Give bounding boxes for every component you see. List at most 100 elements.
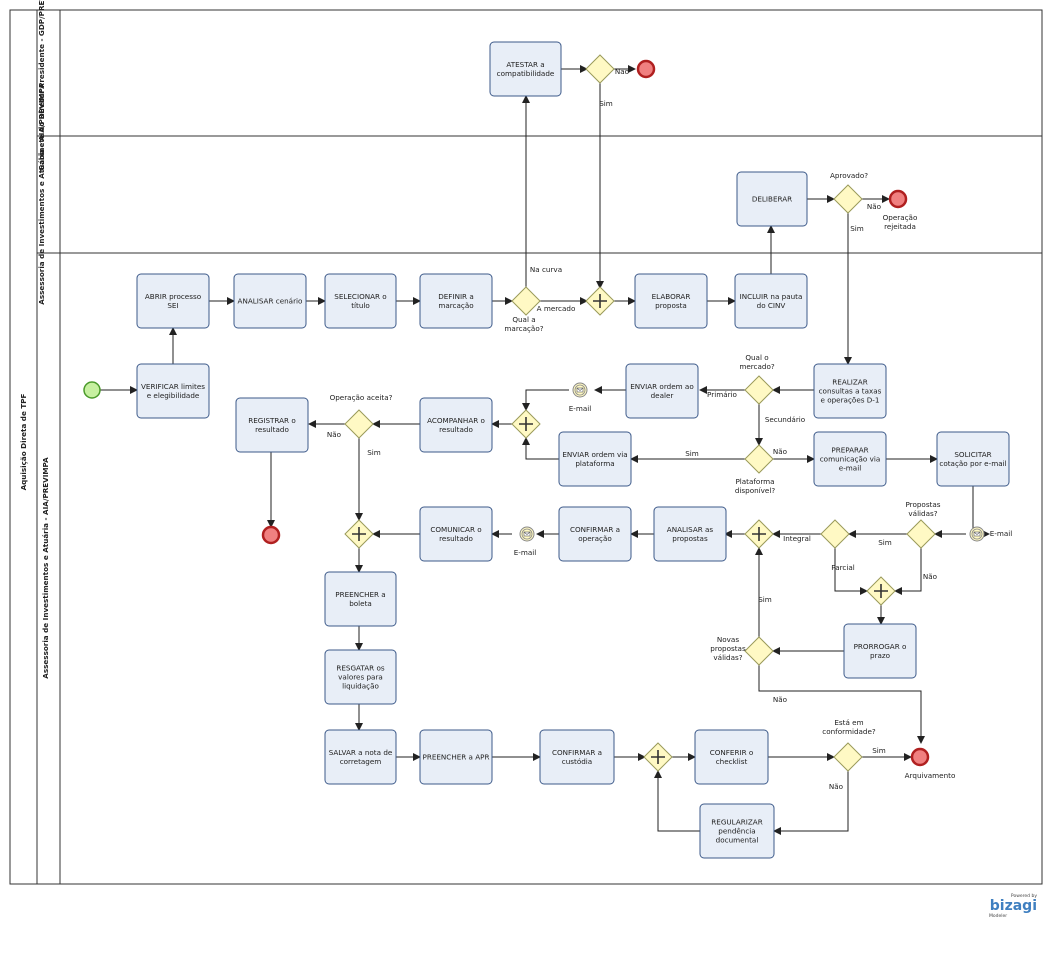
gateway-atestar[interactable] [585,54,615,84]
label-nao-novas: Não [773,695,787,704]
task-preencher-apr[interactable]: PREENCHER a APR [419,729,493,785]
email-event-3[interactable] [519,526,535,542]
gateway-mercado[interactable] [744,375,774,405]
task-label: COMUNICAR o [430,525,481,534]
label-na-curva: Na curva [530,265,562,274]
task-label: prazo [870,651,890,660]
label-nao-prop: Não [923,572,937,581]
task-label: plataforma [575,459,614,468]
label-plataforma-q-1: Plataforma [735,477,774,486]
task-label: ANALISAR cenário [238,297,303,306]
lane-3-label: Assessoria de Investimentos e Atuária - … [41,457,50,679]
svg-text:Modeler: Modeler [989,913,1007,919]
sequence-flows [100,65,990,835]
gateway-op-aceita[interactable] [344,409,374,439]
task-label: VERIFICAR limites [141,382,205,391]
gateway-novas-propostas[interactable] [744,636,774,666]
task-label: liquidação [342,682,379,691]
label-novas-q-3: válidas? [713,653,742,662]
start-event[interactable] [83,381,101,399]
gateway-plataforma[interactable] [744,444,774,474]
label-conformidade-q-1: Está em [834,718,863,727]
label-email-2: E-mail [990,529,1013,538]
label-sim-op: Sim [367,448,381,457]
gateway-conformidade[interactable] [833,742,863,772]
gateway-propostas-validas[interactable] [906,519,936,549]
task-label: comunicação via [820,455,881,464]
label-sim-novas: Sim [758,595,772,604]
label-a-mercado: A mercado [537,304,576,313]
gateway-parallel-analisar[interactable] [744,519,774,549]
task-label: SELECIONAR o [334,292,386,301]
label-qual-mercado-2: mercado? [739,362,775,371]
task-label: ENVIAR ordem ao [630,382,693,391]
email-event-2[interactable] [969,526,985,542]
task-label: DELIBERAR [752,195,792,204]
task-label: título [351,301,370,310]
task-label: PREENCHER a APR [423,753,490,762]
end-event-atestar[interactable] [636,59,656,79]
gateway-aprovado[interactable] [833,184,863,214]
task-label: CONFERIR o [710,748,754,757]
task-label: e elegibilidade [147,391,200,400]
task-label: operação [578,534,612,543]
task-label: SALVAR a nota de [329,748,393,757]
task-label: checklist [716,757,748,766]
task-label: pendência [718,827,755,836]
label-plataforma-q-2: disponível? [735,486,775,495]
label-propostas-q-1: Propostas [905,500,940,509]
label-novas-q-1: Novas [717,635,739,644]
end-event-rejeitada[interactable] [888,189,908,209]
task-label: proposta [655,301,687,310]
gateway-parallel-conferir[interactable] [643,742,673,772]
task-label: custódia [562,757,592,766]
email-event-1[interactable] [572,382,588,398]
end-event-arquivamento[interactable] [910,747,930,767]
gateway-parallel-elaborar[interactable] [585,286,615,316]
gateway-integral-parcial[interactable] [820,519,850,549]
svg-text:bizagi: bizagi [990,898,1037,914]
task-label: CONFIRMAR a [570,525,620,534]
gateway-marcacao[interactable] [511,286,541,316]
label-sim-atestar: Sim [599,99,613,108]
label-sim-plat: Sim [685,449,699,458]
label-email-3: E-mail [514,548,537,557]
task-label: ANALISAR as [667,525,714,534]
task-label: CONFIRMAR a [552,748,602,757]
gateway-parallel-comunicar[interactable] [344,519,374,549]
task-label: ENVIAR ordem via [562,450,627,459]
task-label: DEFINIR a [438,292,474,301]
label-arquivamento: Arquivamento [905,771,956,780]
gateway-parallel-prorrogar[interactable] [866,576,896,606]
task-analisar-cenario[interactable]: ANALISAR cenário [233,273,307,329]
end-event-registrar[interactable] [261,525,281,545]
task-deliberar[interactable]: DELIBERAR [736,171,808,227]
label-qual-marcacao-1: Qual a [512,315,535,324]
gateway-parallel-acompanhar[interactable] [511,409,541,439]
